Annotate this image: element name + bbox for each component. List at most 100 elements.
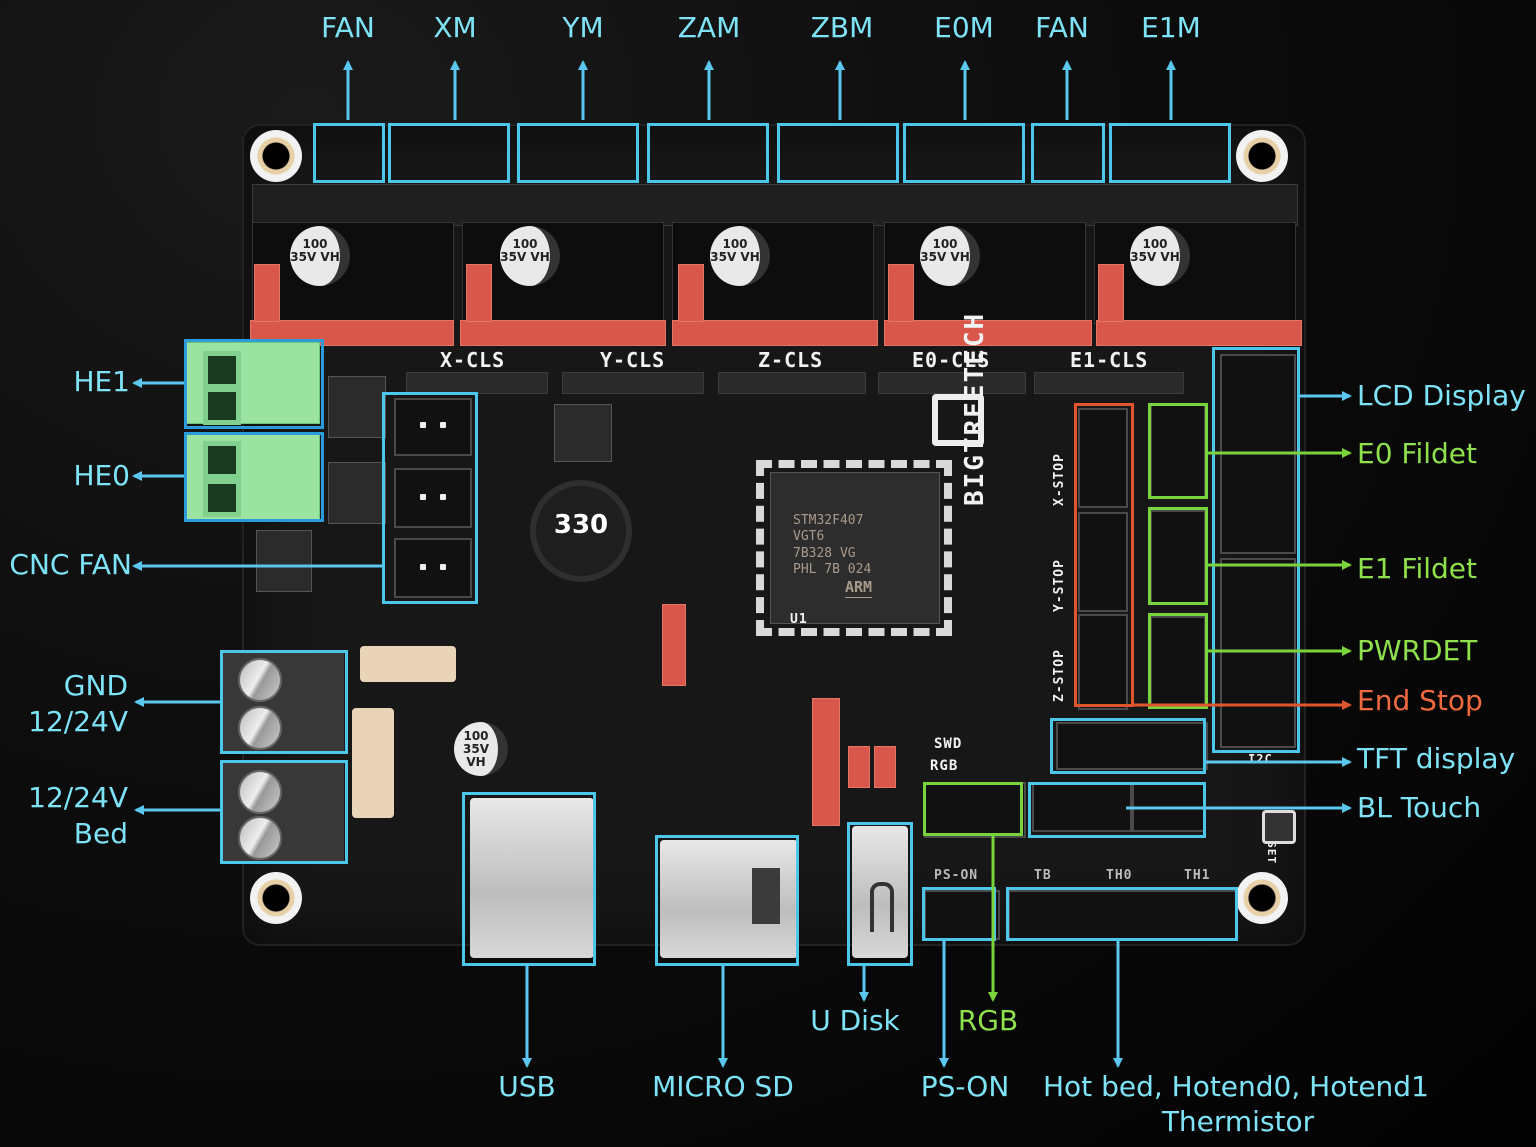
reset-button[interactable] [1262, 810, 1296, 844]
u-disk-slot [870, 882, 894, 932]
bl-touch-highlight[interactable] [1028, 782, 1206, 838]
lcd-display-highlight[interactable] [1212, 347, 1300, 753]
label-fan-2: FAN [1035, 11, 1089, 44]
label-fan-1: FAN [321, 11, 375, 44]
capacitor-label: 100 35V VH [463, 729, 489, 770]
red-pin-header [254, 264, 280, 322]
capacitor: 100 35V VH [710, 226, 770, 286]
cls-header-y [562, 372, 704, 394]
label-micro-sd: MICRO SD [652, 1070, 794, 1103]
mounting-hole [250, 872, 302, 924]
silk-rgb: RGB [930, 758, 959, 774]
u-disk-highlight[interactable] [847, 822, 913, 966]
label-thermistor-line2: Thermistor [1161, 1105, 1315, 1138]
mcu-marking: STM32F407 VGT6 7B328 VG PHL 7B 024 ARM [793, 513, 873, 598]
jumper [848, 746, 870, 788]
e0m-highlight[interactable] [903, 123, 1025, 183]
label-12-24v-bed: 12/24V [28, 781, 128, 814]
silk-th0: TH0 [1106, 868, 1133, 883]
cls-header-e0 [878, 372, 1026, 394]
power-highlight[interactable] [220, 650, 348, 754]
red-pin-header [884, 320, 1092, 346]
red-pin-header [1098, 264, 1124, 322]
mosfet [328, 462, 386, 524]
fan-connector [394, 468, 472, 528]
fan2-highlight[interactable] [1031, 123, 1105, 183]
ym-highlight[interactable] [517, 123, 639, 183]
label-e0m: E0M [934, 11, 994, 44]
red-pin-header [466, 264, 492, 322]
terminal-hole [203, 441, 241, 479]
silk-z-cls: Z-CLS [758, 348, 824, 372]
label-end-stop: End Stop [1357, 684, 1483, 717]
tft-display-highlight[interactable] [1050, 718, 1206, 774]
bed-terminal [222, 762, 344, 862]
red-pin-header [812, 698, 840, 826]
usb-port [470, 798, 594, 958]
thermistor-highlight[interactable] [1006, 887, 1238, 941]
label-ps-on: PS-ON [920, 1070, 1010, 1103]
cnc-fan-highlight[interactable] [382, 392, 478, 604]
fan-connector [394, 538, 472, 598]
silk-e0-cls: E0-CLS [912, 348, 991, 372]
mounting-hole [1236, 872, 1288, 924]
u-disk-port [852, 826, 908, 958]
label-bl-touch: BL Touch [1357, 791, 1482, 824]
rgb-highlight[interactable] [923, 782, 1023, 836]
fan-connector [394, 398, 472, 456]
label-cnc-fan: CNC FAN [9, 548, 132, 581]
he0-highlight[interactable] [184, 432, 324, 522]
jumper [874, 746, 896, 788]
label-rgb: RGB [957, 1004, 1019, 1037]
label-zbm: ZBM [810, 11, 874, 44]
mcu-text: VGT6 [793, 529, 825, 545]
label-usb: USB [498, 1070, 556, 1103]
capacitor: 100 35V VH [500, 226, 560, 286]
mounting-hole [1236, 130, 1288, 182]
mosfet [256, 530, 312, 592]
silk-x-cls: X-CLS [440, 348, 506, 372]
label-gnd: GND [63, 669, 128, 702]
micro-sd-highlight[interactable] [655, 835, 799, 966]
red-pin-header [888, 264, 914, 322]
label-he1: HE1 [73, 365, 130, 398]
driver-slot-y [462, 222, 664, 324]
label-xm: XM [433, 11, 477, 44]
capacitor-label: 100 35V VH [290, 237, 340, 265]
label-ym: YM [562, 11, 604, 44]
end-stop-highlight[interactable] [1074, 403, 1134, 707]
red-pin-header [460, 320, 666, 346]
label-zam: ZAM [677, 11, 741, 44]
sd-slot-opening [752, 868, 780, 924]
capacitor-label: 100 35V VH [710, 237, 760, 265]
e1m-highlight[interactable] [1109, 123, 1231, 183]
capacitor-label: 100 35V VH [1130, 237, 1180, 265]
capacitor-label: 100 35V VH [920, 237, 970, 265]
red-pin-header [678, 264, 704, 322]
silk-tb: TB [1034, 868, 1052, 883]
label-tft-display: TFT display [1357, 742, 1516, 775]
terminal-hole [203, 479, 241, 517]
fuse [360, 646, 456, 682]
zbm-highlight[interactable] [777, 123, 899, 183]
e1-fildet-highlight[interactable] [1148, 507, 1208, 605]
he1-highlight[interactable] [184, 339, 324, 429]
he0-terminal [186, 432, 320, 520]
pwrdet-highlight[interactable] [1148, 613, 1208, 709]
driver-ic [554, 404, 612, 462]
label-e1m: E1M [1141, 11, 1201, 44]
xm-highlight[interactable] [388, 123, 510, 183]
silk-y-cls: Y-CLS [600, 348, 666, 372]
micro-sd-slot [660, 840, 798, 958]
terminal-hole [203, 387, 241, 425]
silk-swd: SWD [934, 736, 963, 752]
fan1-highlight[interactable] [313, 123, 385, 183]
usb-highlight[interactable] [462, 792, 596, 966]
e1-fildet-connector [1150, 510, 1206, 604]
label-e1-fildet: E1 Fildet [1357, 552, 1478, 585]
driver-socket-row [252, 184, 1298, 226]
bed-power-highlight[interactable] [220, 760, 348, 864]
zam-highlight[interactable] [647, 123, 769, 183]
fuse [352, 708, 394, 818]
e0-fildet-highlight[interactable] [1148, 403, 1208, 499]
